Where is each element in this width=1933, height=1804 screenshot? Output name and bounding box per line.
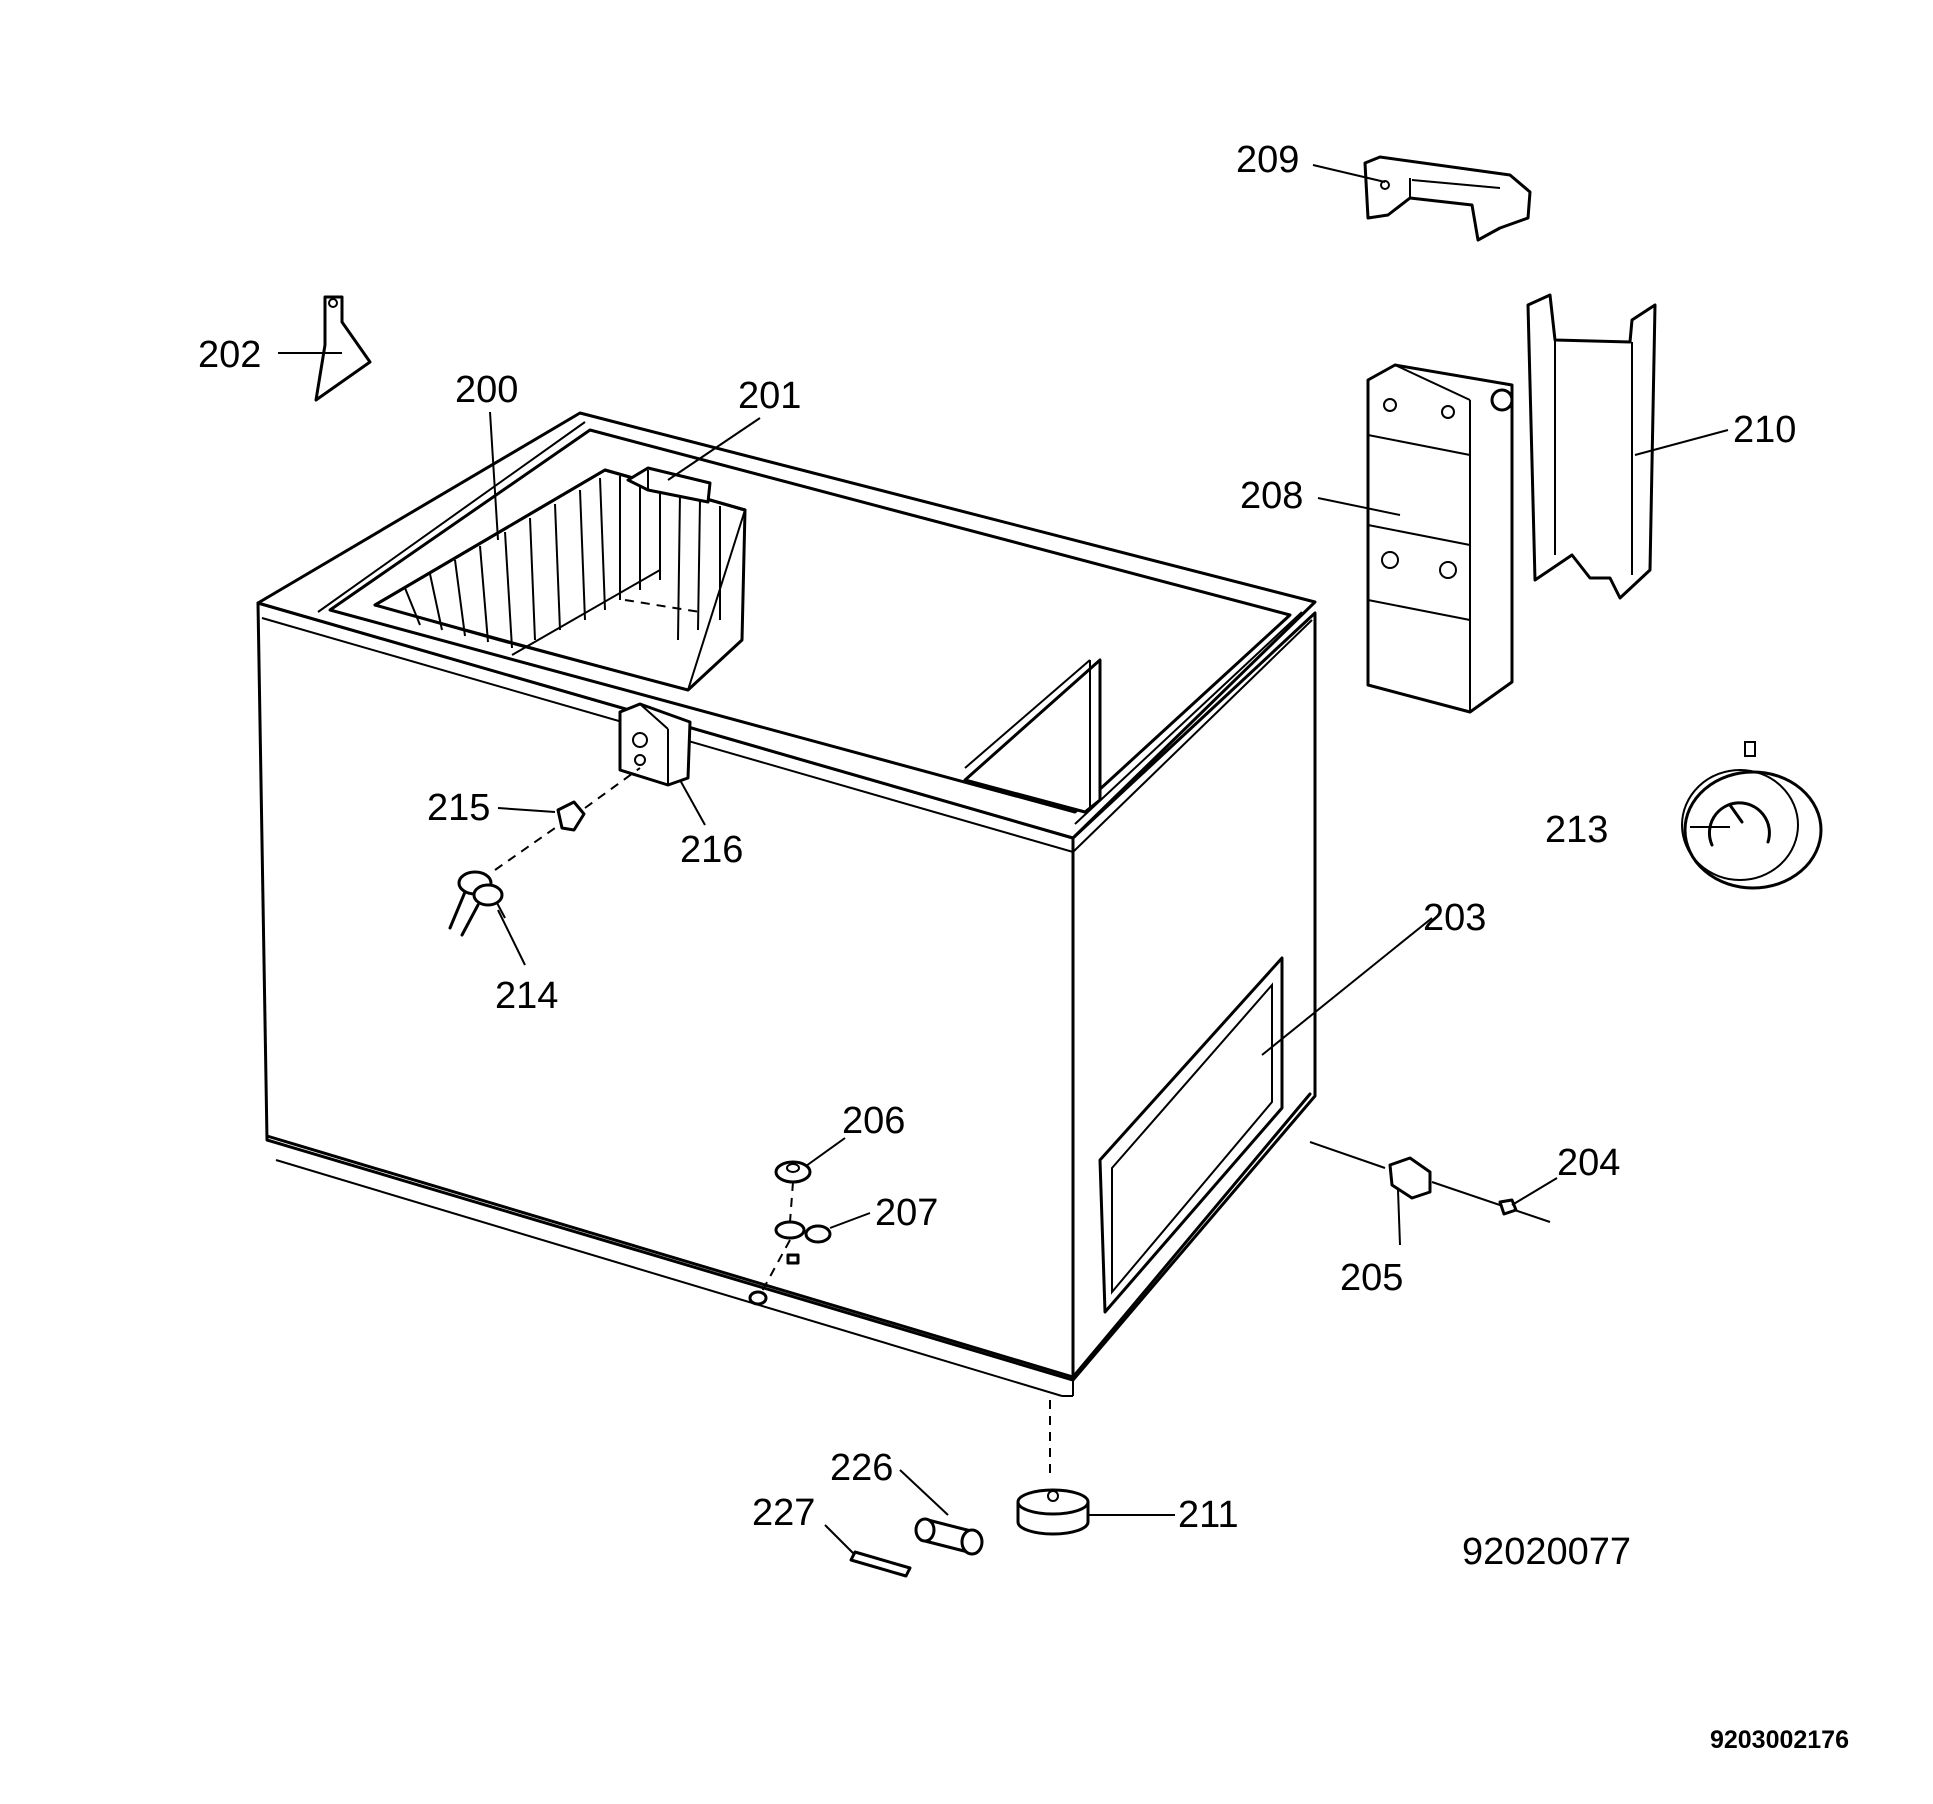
- part-label: 215: [427, 787, 490, 829]
- channel-part: [1526, 293, 1657, 600]
- control-housing-part: [1366, 363, 1514, 714]
- drawing-number: 92020077: [1462, 1531, 1631, 1573]
- document-code: 9203002176: [1710, 1726, 1849, 1754]
- part-label: 206: [842, 1100, 905, 1142]
- part-label: 204: [1557, 1142, 1620, 1184]
- leader-lines: [278, 164, 1730, 1556]
- freezer-cabinet: [256, 411, 1317, 1397]
- part-labels: 200 201 202 203 204 205 206 207 208 209 …: [198, 139, 1849, 1754]
- roller-part: [914, 1517, 984, 1556]
- washer-part: [774, 1160, 812, 1184]
- hinge-part: [626, 466, 712, 504]
- lock-insert-part: [556, 800, 586, 832]
- lock-bracket: [618, 702, 692, 787]
- part-label: 200: [455, 369, 518, 411]
- part-label: 205: [1340, 1257, 1403, 1299]
- part-label: 201: [738, 375, 801, 417]
- part-label: 209: [1236, 139, 1299, 181]
- part-label: 207: [875, 1192, 938, 1234]
- part-label: 203: [1423, 897, 1486, 939]
- basket: [373, 468, 747, 692]
- part-label: 216: [680, 829, 743, 871]
- part-label: 208: [1240, 475, 1303, 517]
- part-label: 226: [830, 1447, 893, 1489]
- top-cover-part: [1363, 155, 1532, 242]
- keys-part: [448, 870, 506, 937]
- part-label: 214: [495, 975, 558, 1017]
- terminal-block-part: [1388, 1156, 1432, 1200]
- part-label: 211: [1178, 1494, 1239, 1536]
- scraper-part: [314, 295, 372, 402]
- part-label: 227: [752, 1492, 815, 1534]
- part-label: 210: [1733, 409, 1796, 451]
- thermostat-knob-part: [1681, 741, 1823, 890]
- part-label: 202: [198, 334, 261, 376]
- screw-part: [1498, 1198, 1518, 1216]
- part-label: 213: [1545, 809, 1608, 851]
- pin-part: [849, 1550, 912, 1578]
- foot-part: [1016, 1488, 1090, 1536]
